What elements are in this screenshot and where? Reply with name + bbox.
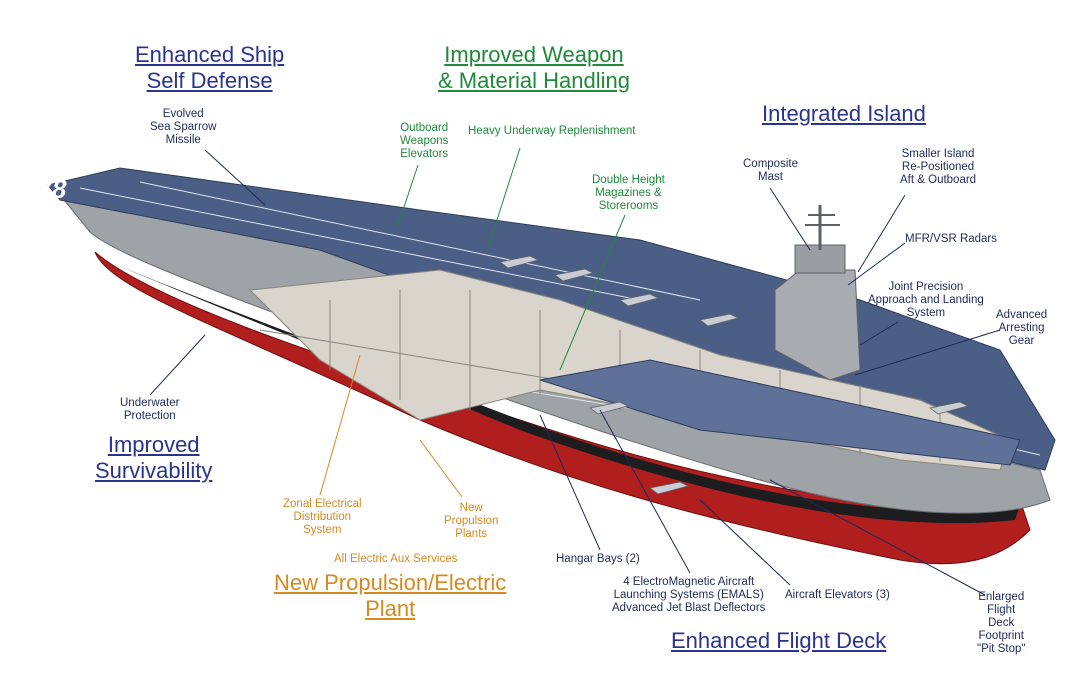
label-jpals-line-1: Joint Precision: [888, 281, 964, 293]
leader-sea-sparrow: [204, 149, 266, 206]
label-hangar-bays: Hangar Bays (2): [556, 553, 640, 566]
label-pit-stop-line-1: Enlarged: [978, 591, 1025, 603]
label-pit-stop-line-5: "Pit Stop": [977, 643, 1026, 655]
leader-arresting-gear: [854, 329, 1001, 376]
label-outboard-elevators-line-3: Elevators: [400, 148, 449, 160]
label-underwater-protection-line-2: Protection: [123, 410, 176, 422]
leader-outboard-elevators: [397, 164, 419, 226]
label-smaller-island-line-3: Aft & Outboard: [900, 174, 977, 186]
label-hangar-bays-line-1: Hangar Bays (2): [556, 553, 640, 565]
leader-propulsion-plants: [419, 439, 463, 498]
heading-self-defense-line-1: Enhanced Ship: [135, 42, 285, 67]
svg-text:78: 78: [35, 174, 70, 204]
label-propulsion-plants: New Propulsion Plants: [444, 502, 498, 541]
label-arresting-gear-line-2: Arresting: [998, 322, 1045, 334]
label-sea-sparrow: Evolved Sea Sparrow Missile: [150, 108, 216, 147]
heading-weapon-handling-line-1: Improved Weapon: [444, 42, 624, 67]
label-zonal-electrical-line-3: System: [303, 524, 342, 536]
heading-integrated-island: Integrated Island: [762, 101, 926, 127]
heading-integrated-island-line-1: Integrated Island: [762, 101, 926, 126]
leader-underwater-protection: [149, 334, 206, 396]
label-emals-line-1: 4 ElectroMagnetic Aircraft: [623, 576, 755, 588]
label-propulsion-plants-line-1: New: [459, 502, 483, 514]
label-double-height-magazines-line-3: Storerooms: [598, 200, 659, 212]
label-pit-stop-line-3: Deck: [988, 617, 1015, 629]
label-composite-mast-line-1: Composite: [743, 158, 798, 170]
label-underwater-protection-line-1: Underwater: [120, 397, 180, 409]
leader-aircraft-elevators: [699, 499, 791, 586]
label-emals: 4 ElectroMagnetic Aircraft Launching Sys…: [612, 576, 765, 615]
label-pit-stop-line-4: Footprint: [978, 630, 1024, 642]
label-jpals-line-2: Approach and Landing: [868, 294, 984, 306]
hull-number-marking: 78: [35, 174, 70, 204]
leader-pit-stop: [769, 479, 986, 596]
label-sea-sparrow-line-2: Sea Sparrow: [150, 121, 217, 133]
heading-flight-deck: Enhanced Flight Deck: [671, 628, 886, 654]
leader-jpals: [859, 321, 899, 346]
heading-self-defense: Enhanced Ship Self Defense: [135, 42, 284, 94]
label-outboard-elevators-line-1: Outboard: [400, 122, 449, 134]
heading-survivability-line-2: Survivability: [95, 458, 213, 483]
label-smaller-island: Smaller Island Re-Positioned Aft & Outbo…: [900, 148, 976, 187]
label-arresting-gear: Advanced Arresting Gear: [996, 309, 1047, 348]
label-double-height-magazines: Double Height Magazines & Storerooms: [592, 174, 665, 213]
label-smaller-island-line-1: Smaller Island: [901, 148, 975, 160]
heading-weapon-handling-line-2: & Material Handling: [438, 68, 630, 93]
leader-radars: [847, 242, 906, 286]
label-underwater-protection: Underwater Protection: [120, 397, 179, 423]
aircraft-silhouettes: [499, 255, 970, 495]
label-pit-stop-line-2: Flight: [987, 604, 1016, 616]
heading-survivability-line-1: Improved: [107, 432, 200, 457]
label-jpals: Joint Precision Approach and Landing Sys…: [868, 281, 984, 320]
label-underway-replenishment-line-1: Heavy Underway Replenishment: [468, 125, 636, 137]
label-zonal-electrical-line-2: Distribution: [293, 511, 352, 523]
label-outboard-elevators-line-2: Weapons: [400, 135, 449, 147]
island-superstructure: [774, 205, 861, 381]
leader-zonal-electrical: [319, 354, 361, 496]
label-sea-sparrow-line-3: Missile: [165, 134, 201, 146]
label-aux-services: All Electric Aux Services: [334, 553, 457, 566]
label-emals-line-2: Launching Systems (EMALS): [613, 589, 764, 601]
label-pit-stop: Enlarged Flight Deck Footprint "Pit Stop…: [977, 591, 1025, 656]
label-double-height-magazines-line-1: Double Height: [592, 174, 665, 186]
label-aircraft-elevators: Aircraft Elevators (3): [785, 589, 890, 602]
label-double-height-magazines-line-2: Magazines &: [595, 187, 662, 199]
label-zonal-electrical: Zonal Electrical Distribution System: [283, 498, 362, 537]
label-aux-services-line-1: All Electric Aux Services: [334, 553, 458, 565]
leader-smaller-island: [857, 194, 906, 273]
label-outboard-elevators: Outboard Weapons Elevators: [400, 122, 448, 161]
label-propulsion-plants-line-3: Plants: [455, 528, 488, 540]
leader-emals: [599, 409, 691, 574]
label-composite-mast: Composite Mast: [743, 158, 798, 184]
leader-lines: [149, 147, 1001, 596]
heading-flight-deck-line-1: Enhanced Flight Deck: [671, 628, 887, 653]
label-smaller-island-line-2: Re-Positioned: [901, 161, 975, 173]
label-propulsion-plants-line-2: Propulsion: [444, 515, 499, 527]
label-arresting-gear-line-1: Advanced: [996, 309, 1048, 321]
label-emals-line-3: Advanced Jet Blast Deflectors: [612, 602, 766, 614]
label-underway-replenishment: Heavy Underway Replenishment: [468, 125, 635, 138]
label-radars-line-1: MFR/VSR Radars: [905, 233, 998, 245]
label-radars: MFR/VSR Radars: [905, 233, 997, 246]
heading-propulsion: New Propulsion/Electric Plant: [274, 570, 506, 622]
heading-self-defense-line-2: Self Defense: [146, 68, 273, 93]
label-aircraft-elevators-line-1: Aircraft Elevators (3): [785, 589, 890, 601]
heading-propulsion-line-1: New Propulsion/Electric: [274, 570, 507, 595]
leader-hangar-bays: [539, 414, 601, 551]
leader-replenishment: [487, 147, 521, 249]
heading-propulsion-line-2: Plant: [365, 596, 416, 621]
hangar-deck: [539, 359, 1021, 466]
leader-composite-mast: [769, 187, 811, 251]
heading-survivability: Improved Survivability: [95, 432, 212, 484]
label-composite-mast-line-2: Mast: [758, 171, 783, 183]
heading-weapon-handling: Improved Weapon & Material Handling: [438, 42, 630, 94]
leader-magazines: [559, 214, 626, 371]
label-jpals-line-3: System: [906, 307, 946, 319]
label-arresting-gear-line-3: Gear: [1008, 335, 1035, 347]
label-sea-sparrow-line-1: Evolved: [162, 108, 204, 120]
label-zonal-electrical-line-1: Zonal Electrical: [283, 498, 362, 510]
